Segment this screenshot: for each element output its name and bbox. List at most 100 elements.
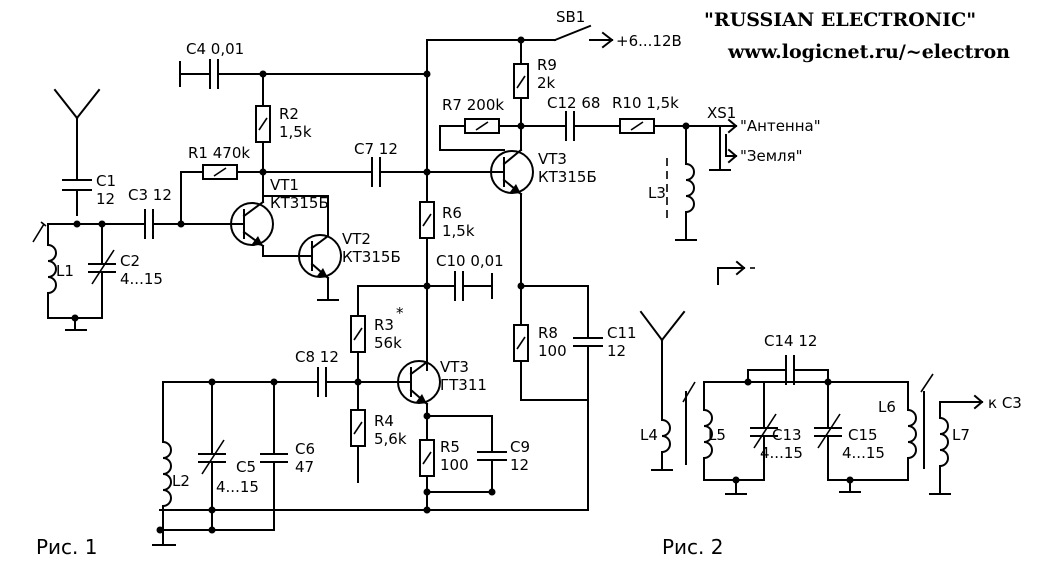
resistor-r6: R6 1,5k	[419, 199, 475, 371]
svg-text:56k: 56k	[374, 334, 402, 352]
svg-text:L6: L6	[878, 398, 896, 416]
svg-text:С14 12: С14 12	[764, 332, 817, 350]
tank-l2-c5-c6: L2 С5 4...15 С6 47	[152, 381, 315, 546]
svg-text:С4 0,01: С4 0,01	[186, 40, 244, 58]
svg-text:С5: С5	[236, 458, 256, 476]
svg-text:SB1: SB1	[556, 8, 585, 26]
svg-text:R9: R9	[537, 56, 557, 74]
header-title: "RUSSIAN ELECTRONIC"	[704, 9, 976, 31]
capacitor-c9: С9 12	[426, 415, 530, 496]
capacitor-c1: С1 12	[62, 172, 116, 216]
svg-text:L2: L2	[172, 472, 190, 490]
svg-text:"Земля": "Земля"	[740, 147, 803, 165]
svg-text:КТ315Б: КТ315Б	[342, 248, 401, 266]
svg-text:ГТ311: ГТ311	[440, 376, 487, 394]
svg-text:12: 12	[607, 342, 626, 360]
inductor-l3: L3	[648, 125, 697, 241]
svg-text:КТ315Б: КТ315Б	[538, 168, 597, 186]
svg-text:С13: С13	[772, 426, 802, 444]
resistor-r2: R2 1,5k	[255, 73, 312, 197]
svg-text:5,6k: 5,6k	[374, 430, 407, 448]
svg-text:4...15: 4...15	[842, 444, 885, 462]
svg-text:"Антенна": "Антенна"	[740, 117, 821, 135]
svg-text:L7: L7	[952, 426, 970, 444]
figure-2-caption: Рис. 2	[662, 535, 724, 559]
resistor-r4: R4 5,6k	[350, 409, 407, 483]
antenna-1	[53, 88, 101, 179]
resistor-r5: R5 100	[419, 438, 469, 511]
svg-text:R6: R6	[442, 204, 462, 222]
antenna-2	[639, 310, 686, 421]
capacitor-c4: С4 0,01	[179, 40, 431, 89]
svg-text:1,5k: 1,5k	[442, 222, 475, 240]
resistor-r9: R9 2k	[513, 39, 557, 151]
transistor-vt3-kt315: VT3 КТ315Б	[439, 148, 597, 326]
capacitor-c8: С8 12	[162, 348, 359, 397]
svg-text:С10 0,01: С10 0,01	[436, 252, 504, 270]
svg-text:С11: С11	[607, 324, 637, 342]
svg-text:*: *	[396, 304, 404, 322]
svg-text:С8 12: С8 12	[295, 348, 339, 366]
resistor-r8: R8 100	[513, 282, 589, 401]
svg-text:к С3: к С3	[988, 394, 1022, 412]
transistor-vt2: VT2 КТ315Б	[262, 195, 401, 301]
bus-vertical	[426, 36, 556, 201]
switch-sb1: SB1 +6...12В	[553, 8, 682, 50]
ground-bus	[156, 506, 589, 534]
svg-text:R2: R2	[279, 105, 299, 123]
svg-text:4...15: 4...15	[760, 444, 803, 462]
capacitor-c14: С14 12	[747, 332, 832, 386]
svg-text:4...15: 4...15	[120, 270, 163, 288]
figure-1-caption: Рис. 1	[36, 535, 98, 559]
resistor-r7: R7 200k	[439, 96, 567, 151]
svg-text:С6: С6	[295, 440, 315, 458]
svg-text:R7 200k: R7 200k	[442, 96, 504, 114]
svg-text:С12 68: С12 68	[547, 94, 600, 112]
svg-text:100: 100	[538, 342, 567, 360]
svg-text:С9: С9	[510, 438, 530, 456]
capacitor-c11: С11 12	[573, 285, 637, 511]
svg-text:100: 100	[440, 456, 469, 474]
svg-text:12: 12	[96, 190, 115, 208]
svg-text:КТ315Б: КТ315Б	[270, 194, 329, 212]
svg-text:VT3: VT3	[538, 150, 567, 168]
svg-text:4...15: 4...15	[216, 478, 259, 496]
svg-text:L5: L5	[708, 426, 726, 444]
resistor-r3: R3 * 56k	[350, 285, 404, 411]
inductor-l7: L7 к С3	[929, 394, 1022, 495]
svg-text:С3 12: С3 12	[128, 186, 172, 204]
svg-text:+6...12В: +6...12В	[616, 32, 682, 50]
svg-text:L4: L4	[640, 426, 658, 444]
capacitor-c10: С10 0,01	[357, 252, 504, 301]
capacitor-c3: С3 12	[101, 186, 236, 239]
header-url: www.logicnet.ru/~electron	[727, 41, 1010, 63]
svg-text:XS1: XS1	[707, 104, 736, 122]
svg-text:R3: R3	[374, 316, 394, 334]
svg-text:R5: R5	[440, 438, 460, 456]
tank-l5-c13: L5 С13 4...15	[682, 378, 829, 495]
svg-text:С2: С2	[120, 252, 140, 270]
svg-text:R10 1,5k: R10 1,5k	[612, 94, 679, 112]
svg-text:R8: R8	[538, 324, 558, 342]
svg-text:VT3: VT3	[440, 358, 469, 376]
label-l1: L1	[56, 262, 74, 280]
svg-text:1,5k: 1,5k	[279, 123, 312, 141]
svg-text:12: 12	[510, 456, 529, 474]
svg-text:2k: 2k	[537, 74, 556, 92]
loop-arrow-symbol	[717, 260, 755, 285]
transistor-vt3-gt311: VT3 ГТ311	[357, 358, 493, 441]
svg-text:R1 470k: R1 470k	[188, 144, 250, 162]
svg-text:VT2: VT2	[342, 230, 371, 248]
svg-text:L3: L3	[648, 184, 666, 202]
svg-text:С15: С15	[848, 426, 878, 444]
svg-text:VT1: VT1	[270, 176, 299, 194]
svg-text:R4: R4	[374, 412, 394, 430]
connector-xs1: XS1 "Антенна" "Земля"	[707, 104, 821, 171]
tank-l1-c2: L1 С2 4...15	[32, 220, 163, 331]
transistor-vt1: VT1 КТ315Б	[230, 176, 329, 257]
svg-text:С1: С1	[96, 172, 116, 190]
svg-text:47: 47	[295, 458, 314, 476]
inductor-l4: L4	[640, 391, 687, 471]
capacitor-c12: С12 68	[547, 94, 621, 141]
